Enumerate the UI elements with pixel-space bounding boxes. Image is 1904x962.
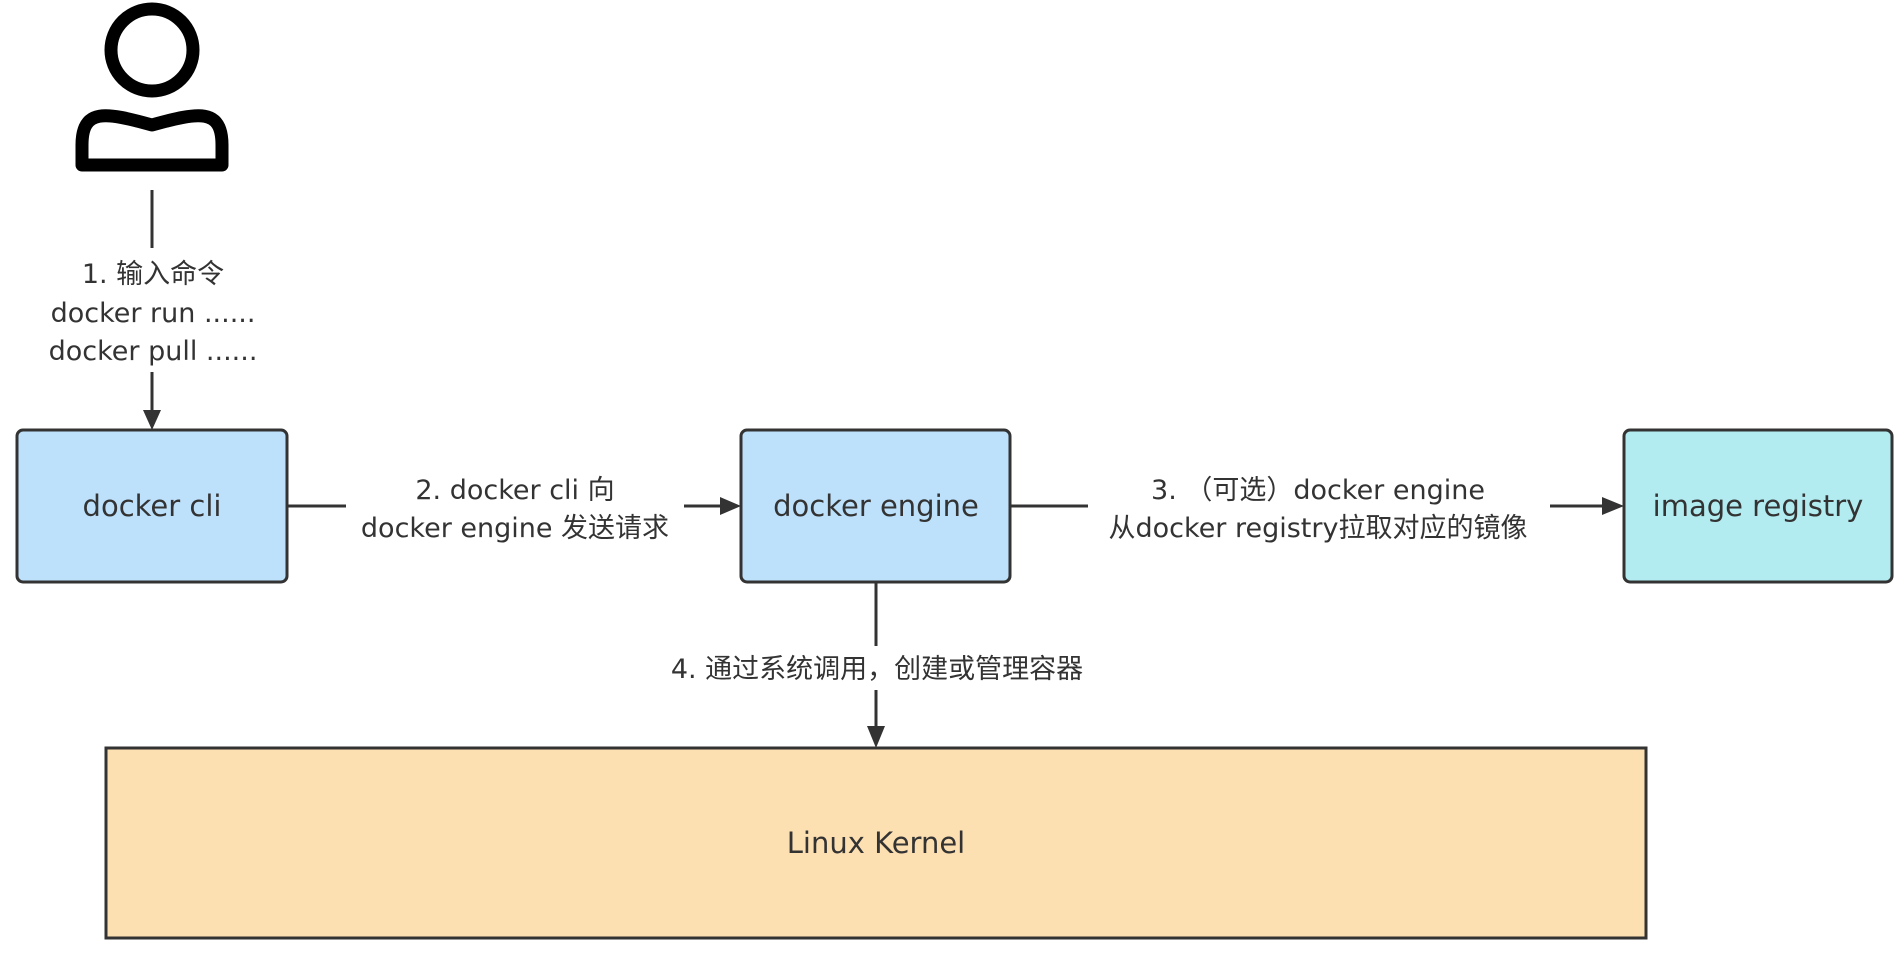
user-icon [75,2,229,172]
node-image-registry-label: image registry [1653,489,1864,523]
node-linux-kernel-label: Linux Kernel [787,826,965,860]
edge-label-2-line-1: 2. docker cli 向 [415,475,614,506]
node-docker-engine-label: docker engine [773,489,979,523]
node-linux-kernel [104,746,1648,940]
edge-label-1-line-1: 1. 输入命令 [82,259,224,290]
arrowhead-engine-to-registry [1602,497,1624,515]
node-docker-cli-label: docker cli [83,489,222,523]
edge-label-2-line-2: docker engine 发送请求 [361,513,669,544]
edge-label-3-line-2: 从docker registry拉取对应的镜像 [1109,513,1528,544]
edge-label-1-line-2: docker run ...... [51,298,256,329]
edge-label-4-line-1: 4. 通过系统调用，创建或管理容器 [671,654,1083,685]
arrowhead-engine-to-kernel [867,726,885,748]
node-image-registry [1622,428,1894,584]
edge-label-3-line-1: 3. （可选）docker engine [1151,475,1485,506]
arrowhead-cli-to-engine [720,497,741,515]
arrowhead-user-to-cli [143,410,161,430]
edge-label-1-line-3: docker pull ...... [49,336,258,367]
